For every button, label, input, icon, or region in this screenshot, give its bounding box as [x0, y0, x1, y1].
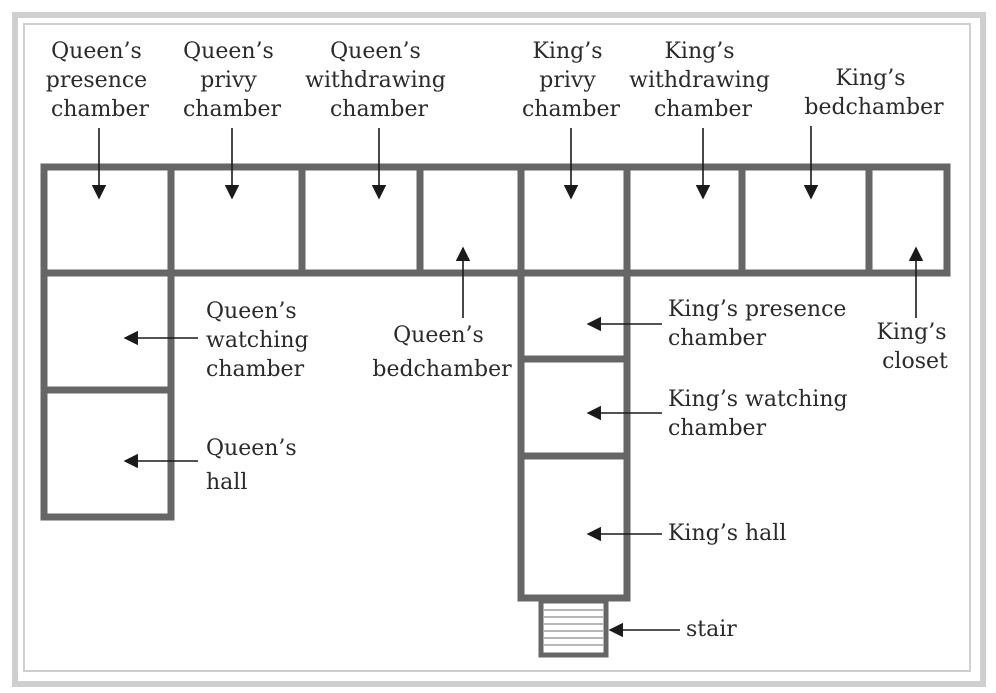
label-kings-withdrawing-chamber: King’s withdrawing chamber [629, 39, 777, 122]
queens-wing [40, 269, 175, 521]
room-kings-bedchamber [738, 163, 873, 277]
label-kings-closet: King’s closet [876, 320, 953, 374]
top-row-rooms [40, 163, 951, 277]
room-queens-withdrawing-chamber [298, 163, 424, 277]
room-queens-watching-chamber [40, 269, 175, 394]
inner-frame [23, 23, 971, 672]
label-queens-presence-chamber: Queen’s presence chamber [46, 39, 154, 122]
label-queens-watching-chamber: Queen’s watching chamber [206, 299, 316, 382]
room-kings-hall [517, 452, 631, 602]
room-queens-bedchamber [416, 163, 525, 277]
room-queens-presence-chamber [40, 163, 175, 277]
room-queens-privy-chamber [167, 163, 306, 277]
room-queens-hall [40, 386, 175, 521]
stair-outline [538, 598, 609, 658]
label-queens-bedchamber: Queen’s bedchamber [372, 323, 512, 382]
label-stair: stair [686, 617, 737, 642]
label-kings-bedchamber: King’s bedchamber [804, 66, 944, 120]
arrows [91, 126, 924, 638]
label-kings-privy-chamber: King’s privy chamber [522, 39, 621, 122]
stair-block [538, 598, 609, 658]
label-kings-hall: King’s hall [668, 521, 786, 546]
room-kings-watching-chamber [517, 355, 631, 460]
label-queens-withdrawing-chamber: Queen’s withdrawing chamber [305, 39, 453, 122]
room-kings-presence-chamber [517, 269, 631, 363]
room-kings-closet [865, 163, 951, 277]
label-kings-watching-chamber: King’s watching chamber [668, 387, 855, 441]
label-queens-privy-chamber: Queen’s privy chamber [183, 39, 282, 122]
room-kings-withdrawing-chamber [623, 163, 746, 277]
label-kings-presence-chamber: King’s presence chamber [668, 297, 853, 351]
kings-wing [517, 269, 631, 602]
labels: Queen’s presence chamber Queen’s privy c… [46, 39, 953, 642]
label-queens-hall: Queen’s hall [206, 436, 304, 495]
room-kings-privy-chamber [517, 163, 631, 277]
